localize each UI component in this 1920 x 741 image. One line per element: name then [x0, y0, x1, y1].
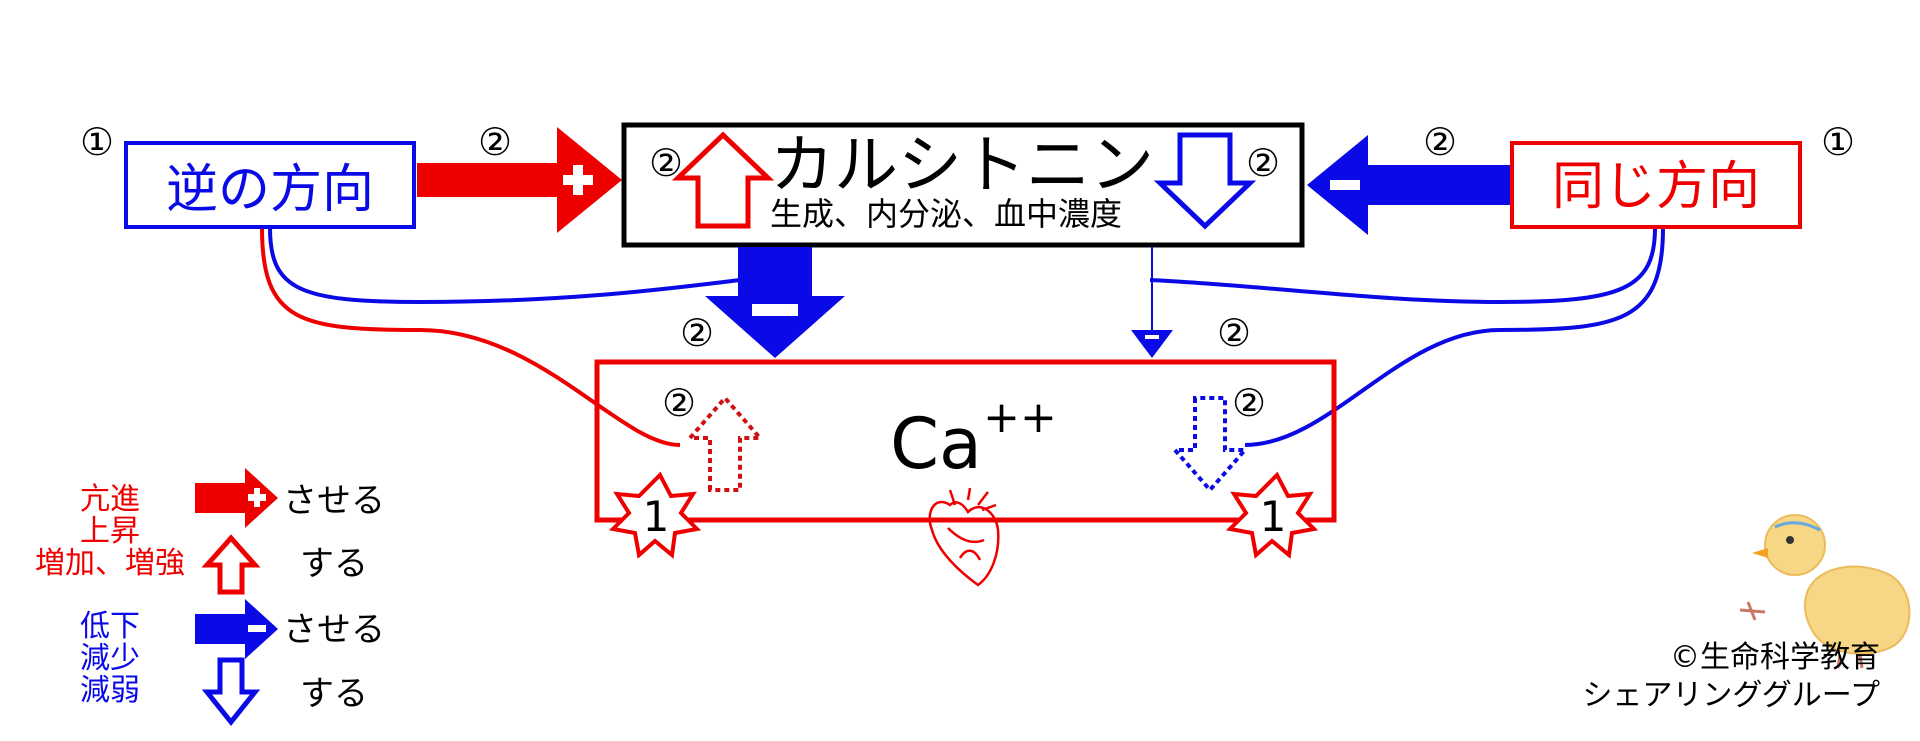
legend-blue-outline-arrow	[201, 657, 261, 727]
curve-opposite-blue	[268, 227, 741, 305]
legend-blue-label-2: 減少	[80, 641, 140, 676]
legend-red-solid-arrow	[195, 468, 278, 528]
calcitonin-subtitle: 生成、内分泌、血中濃度	[770, 195, 1122, 233]
marker-one-right: ①	[1821, 120, 1855, 164]
legend-row3-text: させる	[283, 610, 385, 650]
plus-arrow-red	[417, 127, 622, 233]
legend-blue-label-3: 減弱	[80, 673, 140, 708]
calcium-label: Ca	[890, 403, 982, 485]
plus-sign-v	[573, 165, 583, 195]
legend-red-label-1: 亢進	[80, 482, 140, 517]
starburst-left-label: 1	[643, 492, 670, 541]
marker-two-plus: ②	[478, 120, 512, 164]
legend-plus-v	[254, 488, 260, 507]
legend: 亢進 上昇 増加、増強 させる する 低下 減少 減弱 させる する	[35, 468, 385, 727]
marker-two-thin-arrow: ②	[1217, 311, 1251, 355]
calcitonin-title: カルシトニン	[770, 129, 1154, 203]
copyright-line-2: シェアリンググループ	[1582, 678, 1880, 713]
thin-arrow-minus-sign	[1145, 335, 1159, 339]
same-direction-label: 同じ方向	[1552, 157, 1760, 217]
legend-row4-text: する	[300, 674, 368, 714]
legend-blue-label-1: 低下	[80, 609, 140, 644]
curve-opposite-red	[260, 227, 681, 447]
marker-two-ca-right: ②	[1232, 381, 1266, 425]
legend-red-label-2: 上昇	[80, 514, 140, 549]
marker-two-ca-left: ②	[662, 381, 696, 425]
calcitonin-to-ca-big-arrow	[705, 247, 845, 358]
calcium-superscript: ++	[983, 392, 1057, 443]
starburst-icon-right	[1225, 471, 1319, 559]
marker-two-minus: ②	[1423, 120, 1457, 164]
calcium-box	[594, 359, 1337, 523]
starburst-icon-left	[608, 471, 702, 559]
thin-arrow-head	[1131, 330, 1173, 358]
opposite-direction-label: 逆の方向	[166, 160, 374, 220]
ca-dotted-up-arrow	[685, 394, 765, 492]
opposite-direction-box	[124, 141, 416, 229]
minus-sign	[1330, 180, 1360, 190]
curve-same-blue-top	[1149, 227, 1657, 305]
curve-same-blue-low	[1244, 227, 1665, 447]
ca-dotted-down-arrow	[1170, 396, 1250, 494]
legend-red-label-3: 増加、増強	[35, 546, 185, 581]
marker-two-calcitonin-right: ②	[1246, 141, 1280, 185]
calcitonin-up-arrow	[671, 131, 775, 229]
chick-illustration	[1739, 514, 1911, 669]
starburst-right-label: 1	[1260, 492, 1287, 541]
copyright-line-1: ©生命科学教育	[1670, 640, 1880, 675]
big-arrow-minus-sign	[752, 304, 798, 316]
legend-row2-text: する	[300, 544, 368, 584]
same-direction-box	[1510, 141, 1802, 229]
heart-icon	[928, 487, 1000, 587]
legend-blue-solid-arrow	[195, 599, 278, 659]
legend-minus	[248, 625, 266, 632]
legend-row1-text: させる	[283, 481, 385, 521]
marker-one-left: ①	[80, 120, 114, 164]
marker-two-big-arrow: ②	[680, 311, 714, 355]
minus-arrow-blue	[1307, 135, 1510, 235]
calcitonin-down-arrow	[1153, 132, 1257, 230]
legend-red-outline-arrow	[201, 534, 261, 595]
